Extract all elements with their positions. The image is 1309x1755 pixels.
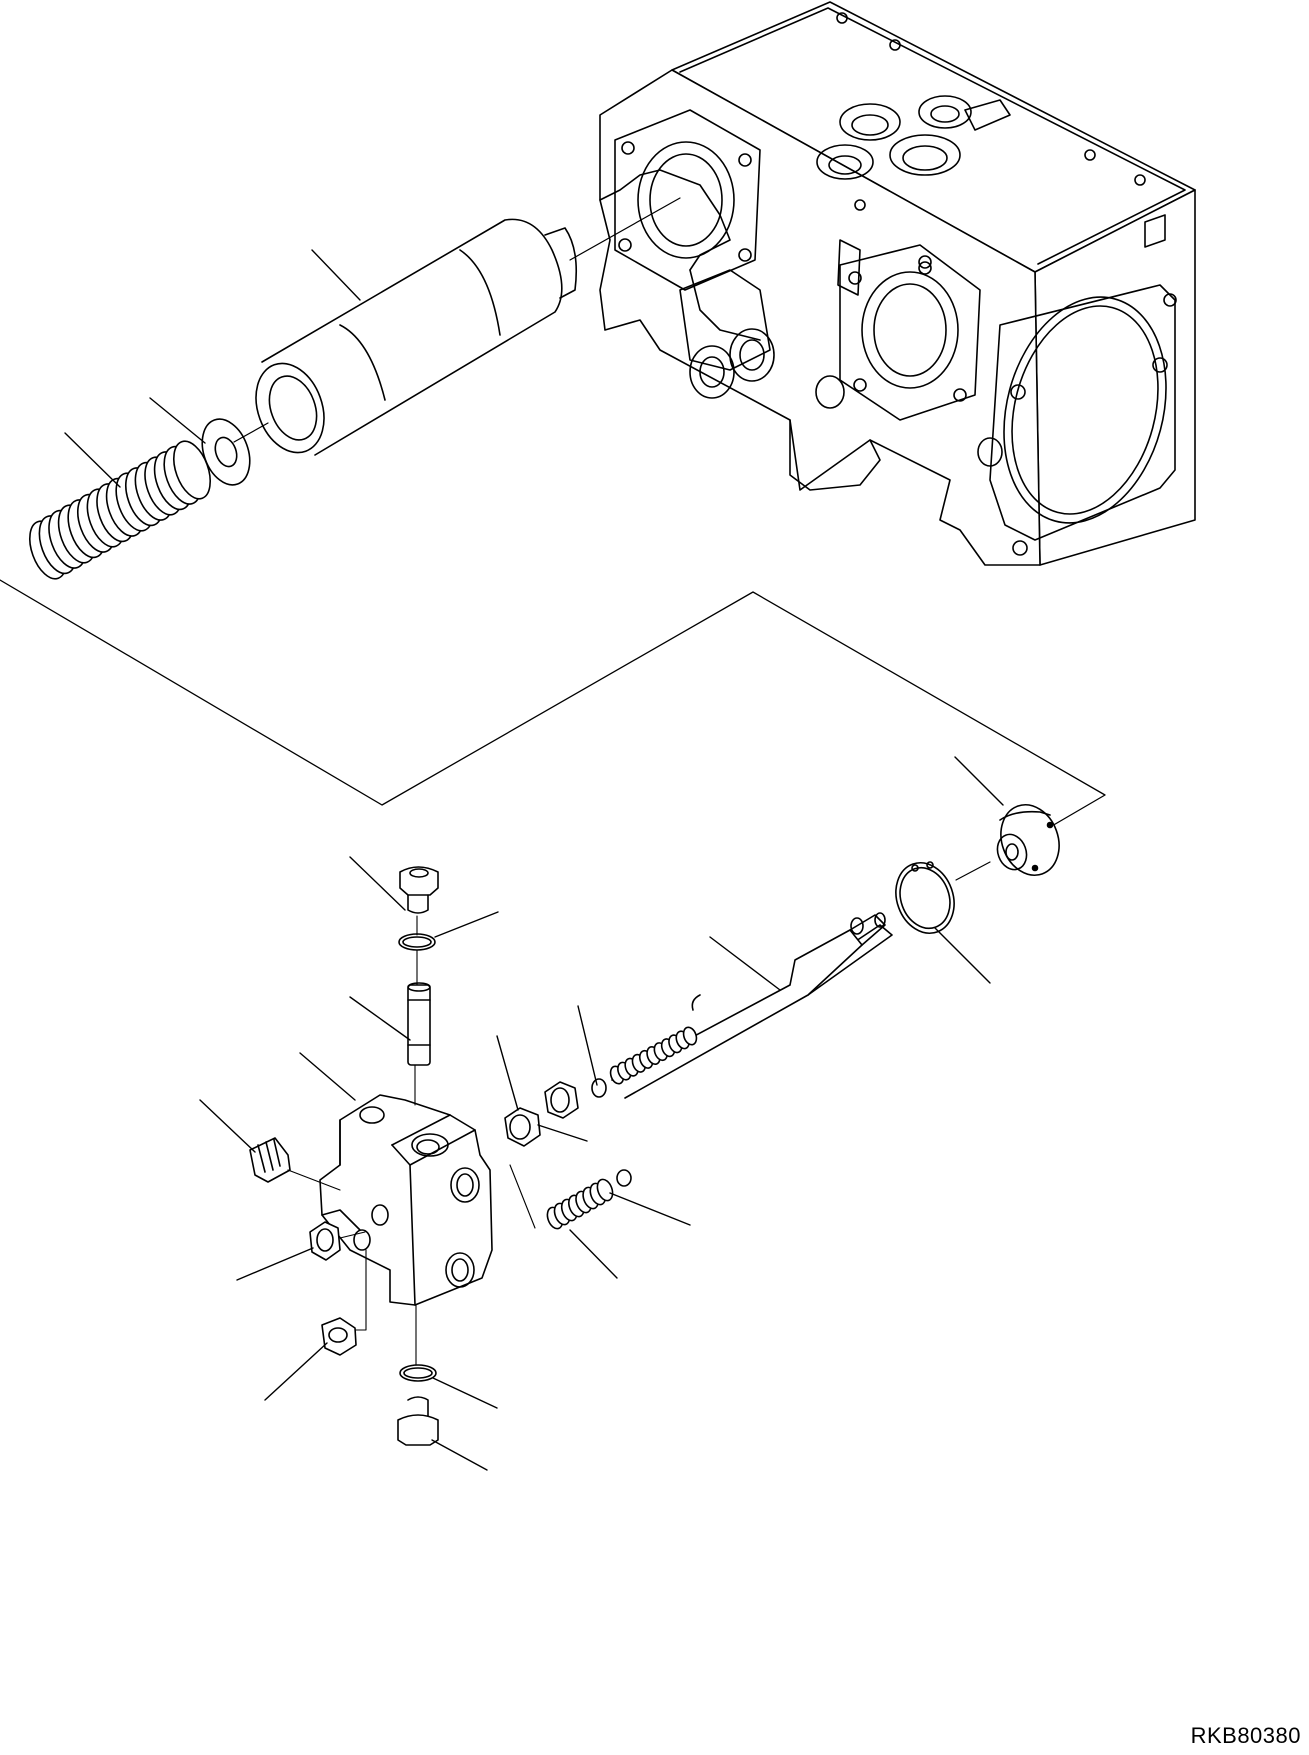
side-bosses xyxy=(680,240,880,490)
small-o-ring xyxy=(592,1079,606,1097)
rod-thread xyxy=(608,1025,698,1085)
main-bore-opening xyxy=(978,279,1190,555)
coil-turn xyxy=(681,1025,698,1046)
valve-body xyxy=(320,1095,492,1305)
nut-left-upper xyxy=(310,1222,365,1260)
snap-ring xyxy=(886,855,990,942)
assembly-group-outline xyxy=(0,580,1105,830)
plug-bottom xyxy=(398,1305,438,1445)
leader-lines xyxy=(65,250,1003,1470)
coil-turn xyxy=(595,1177,616,1202)
set-screw xyxy=(250,1138,340,1190)
nut-left-lower xyxy=(322,1250,366,1355)
small-ring xyxy=(617,1170,631,1186)
small-spring xyxy=(545,1177,616,1230)
drawing-reference-code: RKB80380 xyxy=(1190,1723,1301,1748)
o-ring-top xyxy=(399,934,435,950)
coil-turn xyxy=(167,436,218,503)
lock-nut-upper xyxy=(545,1082,578,1118)
coil-spring xyxy=(23,436,218,583)
o-ring-bottom xyxy=(400,1365,436,1381)
plug-top xyxy=(400,867,438,985)
top-ports xyxy=(817,13,1165,274)
spool xyxy=(408,983,430,1105)
adjusting-rod xyxy=(612,913,892,1098)
flange-port-left xyxy=(615,110,760,290)
pump-housing xyxy=(600,2,1195,565)
washer xyxy=(194,413,268,492)
end-cap-flange xyxy=(991,797,1068,884)
piston-sleeve xyxy=(244,198,680,462)
lock-nut-lower xyxy=(505,1108,540,1146)
